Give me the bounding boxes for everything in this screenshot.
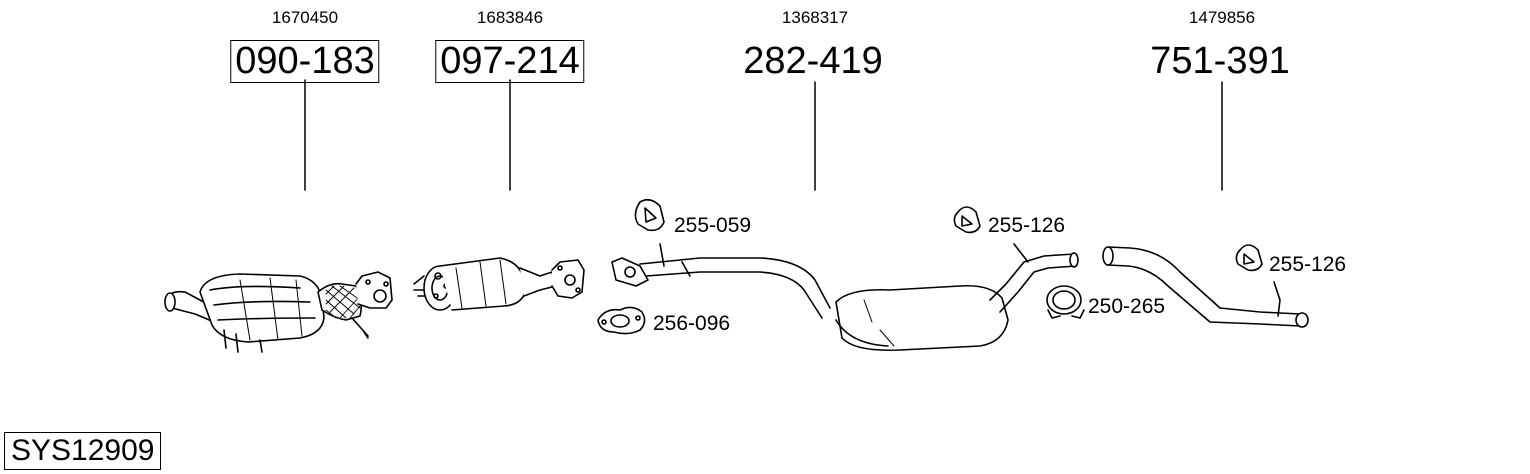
part-number-middle-silencer[interactable]: 282-419 — [743, 40, 883, 82]
middle-silencer-icon[interactable] — [611, 243, 1079, 352]
leader-lines — [304, 79, 1223, 191]
system-code: SYS12909 — [4, 432, 162, 470]
rubber-hanger-icon[interactable] — [634, 198, 665, 232]
gasket-icon[interactable] — [597, 306, 646, 335]
part-number-particulate-filter[interactable]: 097-214 — [435, 40, 585, 83]
clamp-icon[interactable] — [1046, 285, 1085, 319]
tail-pipe-icon[interactable] — [1102, 246, 1309, 328]
part-number-tail-pipe[interactable]: 751-391 — [1150, 40, 1290, 82]
accessory-label-hanger-2[interactable]: 255-126 — [988, 214, 1066, 237]
accessory-label-hanger-3[interactable]: 255-126 — [1269, 253, 1347, 276]
oem-number-4: 1479856 — [1188, 8, 1256, 27]
accessory-label-gasket[interactable]: 256-096 — [653, 312, 731, 335]
accessory-label-hanger-1[interactable]: 255-059 — [674, 214, 752, 237]
particulate-filter-icon[interactable] — [413, 257, 585, 311]
oem-number-1: 1670450 — [271, 8, 339, 27]
rubber-hanger-icon[interactable] — [1235, 244, 1263, 272]
oem-number-3: 1368317 — [781, 8, 849, 27]
rubber-hanger-icon[interactable] — [953, 206, 981, 234]
part-number-catalytic-converter[interactable]: 090-183 — [230, 40, 380, 83]
accessory-label-clamp[interactable]: 250-265 — [1088, 295, 1166, 318]
catalytic-converter-icon[interactable] — [164, 271, 393, 353]
oem-number-2: 1683846 — [476, 8, 544, 27]
